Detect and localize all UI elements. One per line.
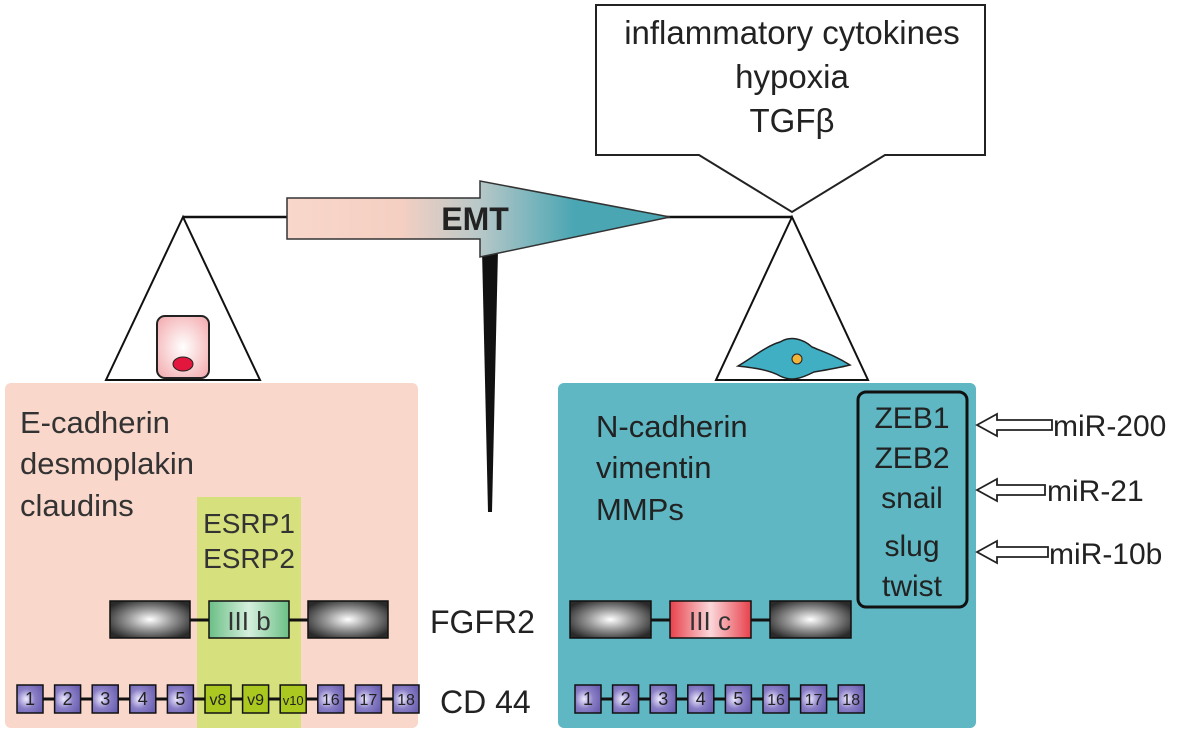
epithelial-cell-icon [156,315,210,379]
fgfr2-iiic-label: III c [689,606,731,636]
stimulus-line-1: inflammatory cytokines [624,14,960,51]
mesenchymal-marker-3: MMPs [596,492,684,527]
epithelial-nucleus-icon [172,356,194,372]
mesenchymal-nucleus-icon [791,353,803,365]
fgfr2-iiib-label: III b [227,606,270,636]
cd44-epithelial-exon-box [204,684,232,714]
fgfr2-label: FGFR2 [430,604,535,640]
cd44-mesenchymal-exon-box [799,684,828,714]
cd44-epithelial-exon-box [317,684,345,714]
transcription-factor-box [856,390,969,609]
mesenchymal-scale-pan [714,214,870,381]
epithelial-marker-2: desmoplakin [20,446,194,481]
epithelial-scale-pan [104,214,262,381]
cd44-epithelial-exon-label: v9 [247,692,264,709]
cd44-mesenchymal-exon-box [611,684,640,714]
epithelial-marker-1: E-cadherin [20,405,170,440]
cd44-epithelial-exon-label: 2 [63,689,73,709]
cd44-epithelial-exon-box [392,684,420,714]
cd44-epithelial-exon-box [53,684,82,714]
cd44-mesenchymal-exon-box [649,684,677,714]
esrp1-label: ESRP1 [203,508,295,539]
cd44-epithelial-track: 1 2 3 4 5 v8 v9 v10 16 17 18 [16,684,420,714]
cd44-mesenchymal-exon-label: 5 [733,689,743,709]
cd44-epithelial-exon-label: 18 [397,692,415,709]
balance-fulcrum [482,250,498,512]
mesenchymal-marker-2: vimentin [596,450,711,485]
cd44-epithelial-exon-box [16,684,44,714]
mir200-label: miR-200 [1053,410,1166,443]
emt-label: EMT [441,201,509,237]
cd44-epithelial-exon-box [279,684,307,714]
cd44-epithelial-exon-label: 4 [138,689,148,709]
cd44-mesenchymal-exon-box [687,684,715,714]
cd44-epithelial-exon-label: 16 [322,692,340,709]
stimulus-line-3: TGFβ [750,102,835,139]
cd44-mesenchymal-exon-box [574,684,602,714]
fgfr2-epithelial-exon-iiib [208,600,290,639]
tf-zeb1: ZEB1 [874,402,949,435]
cd44-mesenchymal-exon-label: 4 [696,689,706,709]
tf-slug: slug [884,530,939,563]
cd44-epithelial-exon-box [129,684,157,714]
cd44-epithelial-exon-box [166,684,195,714]
cd44-mesenchymal-exon-label: 16 [767,692,785,709]
cd44-mesenchymal-exon-label: 18 [842,692,860,709]
cd44-epithelial-exon-box [241,684,270,714]
cd44-mesenchymal-exon-box [837,684,865,714]
fgfr2-mesenchymal-exon-right [769,600,852,639]
mesenchymal-marker-1: N-cadherin [596,409,748,444]
cd44-mesenchymal-exon-label: 17 [805,692,823,709]
fgfr2-mesenchymal-exon-iiic [669,600,752,639]
cd44-epithelial-exon-label: 3 [100,689,110,709]
tf-zeb2: ZEB2 [874,442,949,475]
fgfr2-epithelial-exon-left [109,600,191,639]
cd44-mesenchymal-track: 1 2 3 4 5 16 17 18 [574,684,865,714]
tf-twist: twist [882,570,943,603]
mesenchymal-panel [558,383,976,728]
cd44-mesenchymal-exon-box [724,684,753,714]
cd44-epithelial-exon-label: 1 [25,689,35,709]
cd44-mesenchymal-exon-box [762,684,790,714]
cd44-epithelial-exon-box [91,684,119,714]
emt-arrow [286,180,671,258]
stimulus-line-2: hypoxia [735,58,849,95]
cd44-epithelial-exon-label: 17 [360,692,378,709]
cd44-epithelial-exon-label: 5 [175,689,185,709]
esrp2-label: ESRP2 [203,543,295,574]
mir10b-label: miR-10b [1049,538,1162,571]
fgfr2-epithelial-exon-right [307,600,389,639]
fgfr2-mesenchymal-exon-left [569,600,652,639]
mir21-label: miR-21 [1047,475,1144,508]
mir10b-arrow [975,539,1049,565]
epithelial-marker-3: claudins [20,488,134,523]
cd44-epithelial-exon-label: v10 [283,693,304,708]
cd44-mesenchymal-exon-label: 1 [583,689,593,709]
mir21-arrow [975,477,1046,503]
cd44-label: CD 44 [440,684,531,720]
tf-snail: snail [881,482,943,515]
cd44-mesenchymal-exon-label: 2 [621,689,631,709]
cd44-mesenchymal-exon-label: 3 [658,689,668,709]
stimulus-arrow [595,4,986,214]
cd44-epithelial-exon-label: v8 [210,692,227,709]
mir200-arrow [975,412,1053,438]
cd44-epithelial-exon-box [354,684,383,714]
